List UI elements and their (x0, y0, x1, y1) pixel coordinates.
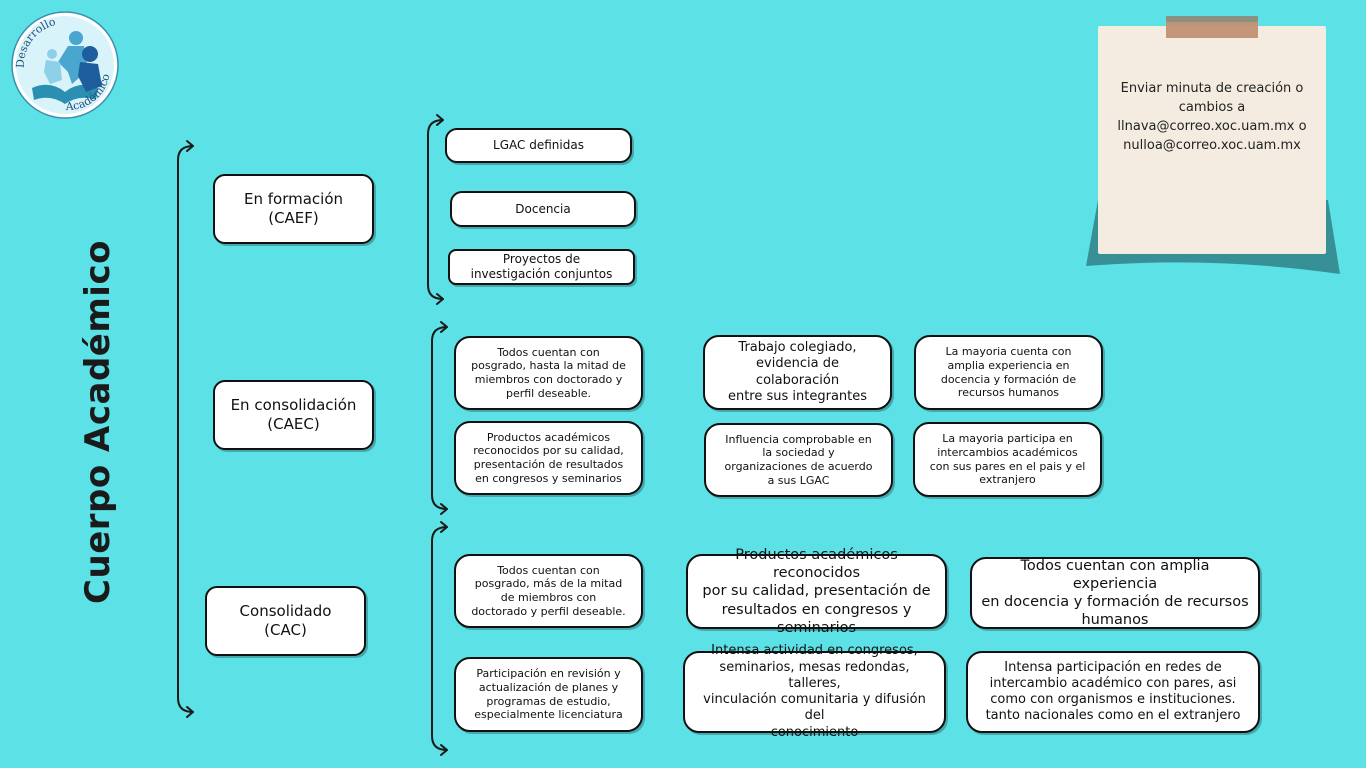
item-trabajo-colegiado: Trabajo colegiado, evidencia de colabora… (703, 335, 892, 410)
level-consolidado: Consolidado (CAC) (205, 586, 366, 656)
item-intensa-participacion: Intensa participación en redes de interc… (966, 651, 1260, 733)
item-productos-reconocidos: Productos académicos reconocidos por su … (454, 421, 643, 495)
item-amplia-experiencia: Todos cuentan con amplia experiencia en … (970, 557, 1260, 629)
level-en-consolidacion: En consolidación (CAEC) (213, 380, 374, 450)
note-tape (1166, 16, 1258, 38)
desarrollo-academico-logo: Desarrollo Académico (11, 11, 119, 119)
item-posgrado-mas-mitad: Todos cuentan con posgrado, más de la mi… (454, 554, 643, 628)
page-title: Cuerpo Académico (78, 240, 118, 604)
item-productos-reconocidos-cac: Productos académicos reconocidos por su … (686, 547, 947, 636)
level-label: En consolidación (CAEC) (230, 396, 357, 433)
level-label: En formación (CAEF) (243, 190, 344, 227)
sticky-note: Enviar minuta de creación o cambios a ll… (1098, 26, 1326, 254)
item-mayoria-intercambios: La mayoria participa en intercambios aca… (913, 422, 1102, 497)
item-mayoria-experiencia: La mayoria cuenta con amplia experiencia… (914, 335, 1103, 410)
item-posgrado-mitad: Todos cuentan con posgrado, hasta la mit… (454, 336, 643, 410)
item-lgac-definidas: LGAC definidas (445, 128, 632, 163)
item-proyectos-investigacion: Proyectos de investigación conjuntos (448, 249, 635, 285)
item-intensa-actividad: Intensa actividad en congresos, seminari… (683, 643, 946, 740)
item-docencia: Docencia (450, 191, 636, 227)
item-influencia-comprobable: Influencia comprobable en la sociedad y … (704, 423, 893, 497)
note-text: Enviar minuta de creación o cambios a ll… (1117, 81, 1307, 153)
item-revision-planes: Participación en revisión y actualizació… (454, 657, 643, 732)
level-label: Consolidado (CAC) (239, 602, 332, 639)
level-en-formacion: En formación (CAEF) (213, 174, 374, 244)
